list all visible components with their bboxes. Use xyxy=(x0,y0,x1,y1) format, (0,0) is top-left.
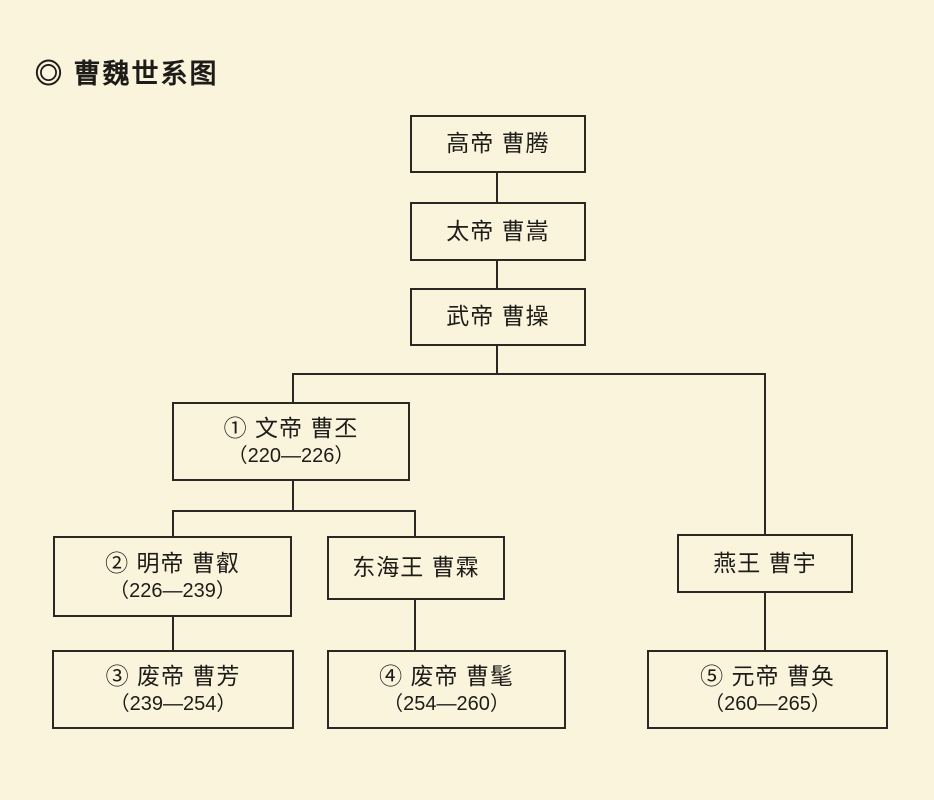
node-label: ① 文帝 曹丕 xyxy=(223,414,359,441)
tree-node-feidi-caofang: ③ 废帝 曹芳 （239—254） xyxy=(52,650,294,729)
connector-to-yanwang xyxy=(764,373,766,534)
tree-node-wendi: ① 文帝 曹丕 （220—226） xyxy=(172,402,410,481)
connector-wudi-down xyxy=(496,346,498,375)
node-reign-years: （220—226） xyxy=(227,445,355,468)
tree-node-yanwang: 燕王 曹宇 xyxy=(677,534,853,593)
tree-node-mingdi: ② 明帝 曹叡 （226—239） xyxy=(53,536,292,617)
tree-node-taidi: 太帝 曹嵩 xyxy=(410,202,586,261)
connector-gaodi-taidi xyxy=(496,173,498,202)
page-title: ◎ 曹魏世系图 xyxy=(35,59,219,89)
connector-donghaiwang-caomao xyxy=(414,600,416,650)
connector-yanwang-yuandi xyxy=(764,593,766,650)
node-label: 东海王 曹霖 xyxy=(352,554,480,581)
connector-wendi-children-rail xyxy=(172,510,416,512)
node-label: 武帝 曹操 xyxy=(446,303,550,330)
tree-node-donghaiwang: 东海王 曹霖 xyxy=(327,536,505,600)
node-reign-years: （260—265） xyxy=(704,693,831,716)
node-label: ② 明帝 曹叡 xyxy=(105,549,240,576)
node-label: 高帝 曹腾 xyxy=(446,130,550,157)
tree-node-yuandi: ⑤ 元帝 曹奂 （260—265） xyxy=(647,650,888,729)
node-reign-years: （239—254） xyxy=(109,693,237,716)
tree-node-wudi: 武帝 曹操 xyxy=(410,288,586,346)
connector-wendi-down xyxy=(292,481,294,512)
connector-to-wendi xyxy=(292,373,294,402)
node-label: ③ 废帝 曹芳 xyxy=(105,662,241,689)
tree-node-gaodi: 高帝 曹腾 xyxy=(410,115,586,173)
node-label: 燕王 曹宇 xyxy=(713,549,817,576)
node-reign-years: （226—239） xyxy=(109,580,236,603)
connector-to-mingdi xyxy=(172,510,174,536)
connector-wudi-children-rail xyxy=(292,373,766,375)
node-label: ④ 废帝 曹髦 xyxy=(379,662,514,689)
connector-taidi-wudi xyxy=(496,261,498,288)
tree-node-feidi-caomao: ④ 废帝 曹髦 （254—260） xyxy=(327,650,566,729)
node-label: ⑤ 元帝 曹奂 xyxy=(700,662,835,689)
node-label: 太帝 曹嵩 xyxy=(446,217,550,244)
connector-to-donghaiwang xyxy=(414,510,416,536)
connector-mingdi-caofang xyxy=(172,617,174,650)
node-reign-years: （254—260） xyxy=(383,693,510,716)
